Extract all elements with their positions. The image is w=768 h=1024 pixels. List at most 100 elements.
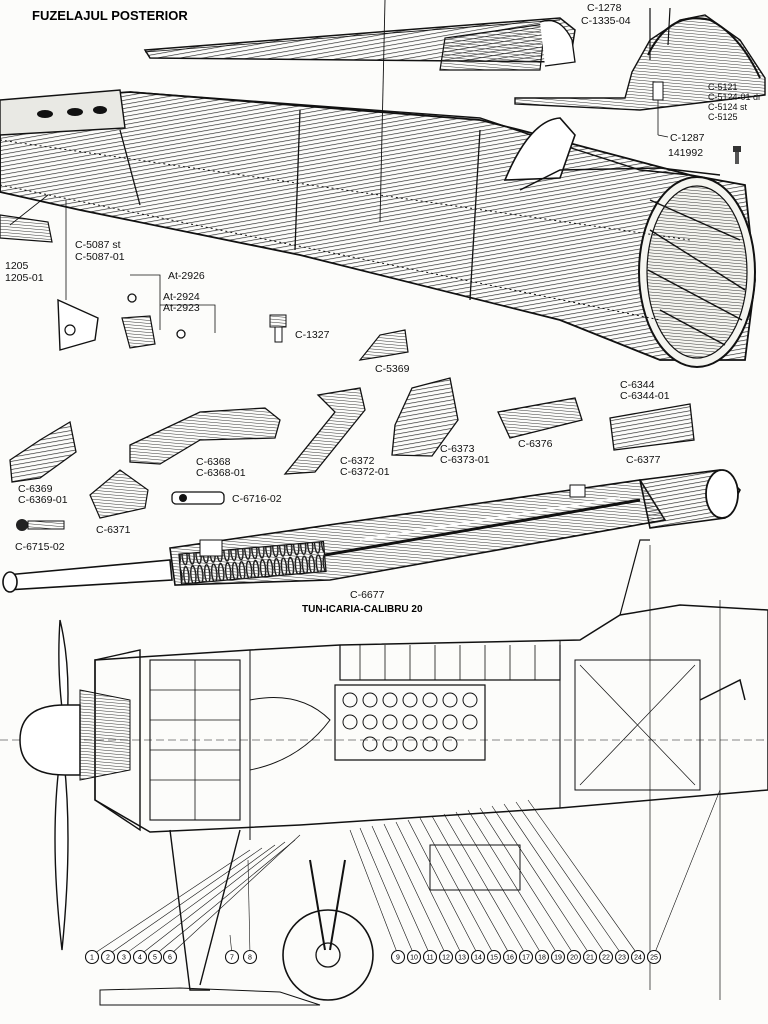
hinge-fitting-assembly — [57, 274, 216, 351]
callout-16: 16 — [502, 949, 518, 965]
label-c1335: C-1335-04 — [581, 15, 631, 27]
part-c6376 — [497, 397, 583, 439]
label-1205-01: 1205-01 — [5, 272, 44, 284]
callout-18: 18 — [534, 949, 550, 965]
label-c6368: C-6368 — [196, 456, 231, 468]
label-c6344: C-6344 — [620, 379, 655, 391]
label-c6371: C-6371 — [96, 524, 131, 536]
rear-fuselage-cone — [0, 0, 756, 368]
callout-13: 13 — [454, 949, 470, 965]
svg-text:8: 8 — [248, 955, 252, 962]
svg-text:23: 23 — [618, 955, 626, 962]
svg-text:24: 24 — [634, 955, 642, 962]
part-c1327 — [269, 314, 287, 343]
svg-text:3: 3 — [122, 955, 126, 962]
label-at2924: At-2924 — [163, 291, 200, 303]
label-c6369: C-6369 — [18, 483, 53, 495]
svg-text:16: 16 — [506, 955, 514, 962]
part-c6369 — [9, 420, 77, 483]
callout-15: 15 — [486, 949, 502, 965]
label-c6376: C-6376 — [518, 438, 553, 450]
label-c5124: C-5124 st — [708, 102, 748, 112]
callout-1: 1 — [84, 949, 100, 965]
svg-text:19: 19 — [554, 955, 562, 962]
callout-19: 19 — [550, 949, 566, 965]
callout-11: 11 — [422, 949, 438, 965]
label-c1278: C-1278 — [587, 2, 622, 14]
callout-12: 12 — [438, 949, 454, 965]
label-c6369-01: C-6369-01 — [18, 494, 68, 506]
svg-text:18: 18 — [538, 955, 546, 962]
callout-7: 7 — [224, 949, 240, 965]
svg-text:5: 5 — [153, 955, 157, 962]
label-c6372-01: C-6372-01 — [340, 466, 390, 478]
drawing-title: FUZELAJUL POSTERIOR — [32, 8, 188, 23]
label-c6716-02: C-6716-02 — [232, 493, 282, 505]
callout-5: 5 — [147, 949, 163, 965]
label-c5369: C-5369 — [375, 363, 410, 375]
callout-2: 2 — [100, 949, 116, 965]
callout-9: 9 — [390, 949, 406, 965]
label-c6344-01: C-6344-01 — [620, 390, 670, 402]
label-c5087st: C-5087 st — [75, 239, 121, 251]
callout-22: 22 — [598, 949, 614, 965]
callout-20: 20 — [566, 949, 582, 965]
upper-fairing-panel — [143, 17, 576, 71]
label-c6372: C-6372 — [340, 455, 375, 467]
propeller — [19, 619, 81, 951]
callout-6: 6 — [162, 949, 178, 965]
svg-text:14: 14 — [474, 955, 482, 962]
label-c6715-02: C-6715-02 — [15, 541, 65, 553]
svg-text:2: 2 — [106, 955, 110, 962]
label-c5121: C-5121 — [708, 82, 738, 92]
callout-21: 21 — [582, 949, 598, 965]
svg-text:21: 21 — [586, 955, 594, 962]
label-c5087-01: C-5087-01 — [75, 251, 125, 263]
part-c6372 — [283, 387, 366, 475]
part-c6377 — [609, 403, 695, 451]
label-c1327: C-1327 — [295, 329, 330, 341]
svg-text:4: 4 — [138, 955, 142, 962]
fuselage-cutaway-side-view — [0, 539, 768, 1000]
part-c6368 — [129, 407, 281, 465]
callout-10: 10 — [406, 949, 422, 965]
svg-text:17: 17 — [522, 955, 530, 962]
label-1205: 1205 — [5, 260, 29, 272]
svg-text:9: 9 — [396, 955, 400, 962]
label-c6368-01: C-6368-01 — [196, 467, 246, 479]
bolt-141992 — [733, 146, 741, 164]
callout-25: 25 — [646, 949, 662, 965]
callout-8: 8 — [242, 949, 258, 965]
svg-text:20: 20 — [570, 955, 578, 962]
left-fitting-bracket — [0, 194, 53, 243]
svg-text:12: 12 — [442, 955, 450, 962]
landing-gear — [99, 829, 521, 1006]
label-at2926: At-2926 — [168, 270, 205, 282]
label-c6373: C-6373 — [440, 443, 475, 455]
svg-text:11: 11 — [426, 955, 433, 962]
svg-text:10: 10 — [410, 955, 418, 962]
canopy-frame-detail — [514, 7, 766, 111]
callout-24: 24 — [630, 949, 646, 965]
label-c6377: C-6377 — [626, 454, 661, 466]
part-c6373 — [391, 377, 459, 457]
callout-3: 3 — [116, 949, 132, 965]
label-c1287: C-1287 — [670, 132, 705, 144]
callout-14: 14 — [470, 949, 486, 965]
label-141992: 141992 — [668, 147, 703, 159]
ammunition-drum-grid — [342, 692, 478, 752]
svg-text:6: 6 — [168, 955, 172, 962]
svg-text:7: 7 — [230, 955, 234, 962]
callout-23: 23 — [614, 949, 630, 965]
svg-text:25: 25 — [650, 955, 658, 962]
callout-leader-lines — [91, 789, 721, 956]
cannon-caption: TUN-ICARIA-CALIBRU 20 — [302, 604, 423, 615]
svg-text:22: 22 — [602, 955, 610, 962]
label-c6677: C-6677 — [350, 589, 385, 601]
label-at2923: At-2923 — [163, 302, 200, 314]
label-c5124-01: C-5124-01 dr — [708, 92, 761, 102]
callout-4: 4 — [132, 949, 148, 965]
